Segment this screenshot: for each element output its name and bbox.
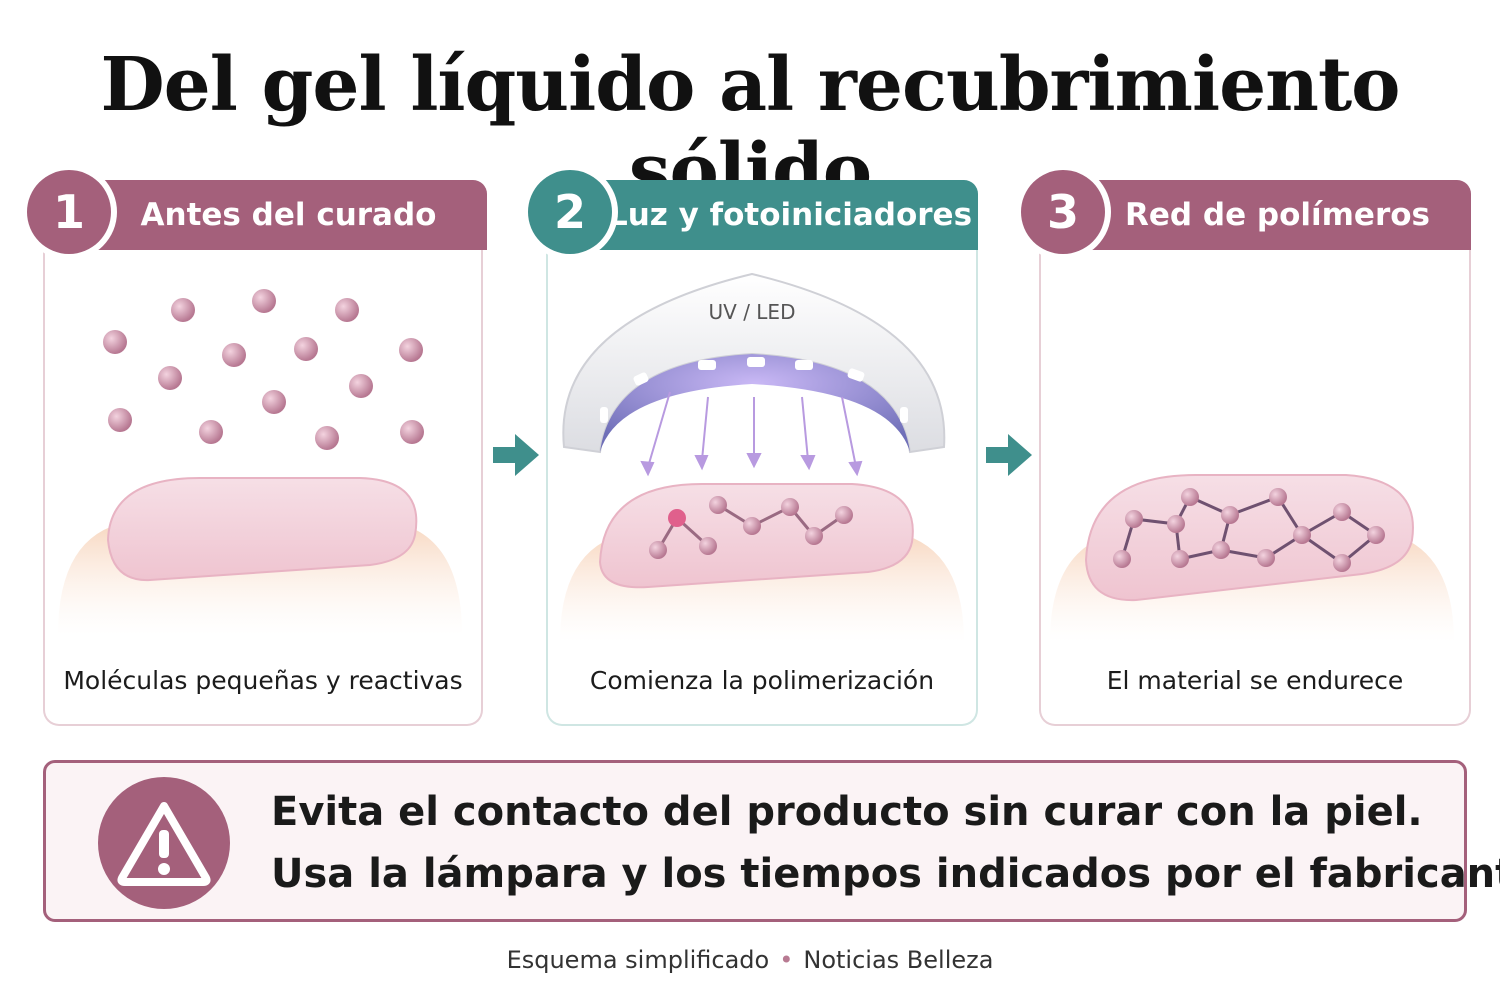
step-badge-1: 1 bbox=[27, 170, 111, 254]
molecules-illustration bbox=[58, 289, 462, 635]
step-heading-3: Red de polímeros bbox=[1125, 197, 1430, 233]
step-header-1: Antes del curado bbox=[70, 180, 487, 250]
step-badge-2: 2 bbox=[528, 170, 612, 254]
step-caption-1: Moléculas pequeñas y reactivas bbox=[63, 666, 463, 695]
warning-text-line-2: Usa la lámpara y los tiempos indicados p… bbox=[271, 851, 1500, 897]
monomer-molecules bbox=[649, 496, 853, 559]
footer: Esquema simplificado • Noticias Belleza bbox=[0, 946, 1500, 974]
nail-gel-layer bbox=[106, 477, 418, 582]
step-header-3: Red de polímeros bbox=[1064, 180, 1471, 250]
warning-triangle-icon bbox=[98, 777, 230, 909]
step-caption-3: El material se endurece bbox=[1106, 666, 1404, 695]
uv-rays bbox=[640, 391, 863, 477]
step-heading-1: Antes del curado bbox=[140, 197, 437, 233]
footer-separator: • bbox=[779, 946, 794, 974]
led-lights bbox=[600, 357, 908, 423]
uv-lamp-illustration: UV / LED bbox=[560, 272, 964, 642]
nail-hardened-layer bbox=[1084, 474, 1414, 602]
warning-box: Evita el contacto del producto sin curar… bbox=[43, 760, 1500, 922]
polymer-nodes bbox=[1113, 488, 1385, 572]
step-badge-3: 3 bbox=[1021, 170, 1105, 254]
arrow-right-icon bbox=[986, 434, 1032, 476]
lamp-underside bbox=[600, 354, 910, 452]
footer-right: Noticias Belleza bbox=[803, 946, 994, 974]
step-caption-2: Comienza la polimerización bbox=[589, 666, 935, 695]
warning-text-line-1: Evita el contacto del producto sin curar… bbox=[271, 789, 1423, 835]
footer-left: Esquema simplificado bbox=[506, 946, 770, 974]
polymer-network-illustration bbox=[1050, 474, 1454, 642]
free-molecules bbox=[103, 289, 424, 450]
step-header-2: Luz y fotoiniciadores bbox=[572, 180, 978, 250]
lamp-label: UV / LED bbox=[709, 300, 796, 324]
step-heading-2: Luz y fotoiniciadores bbox=[607, 197, 973, 233]
nail-gel-layer bbox=[598, 483, 914, 589]
page-title: Del gel líquido al recubrimiento sólido bbox=[100, 42, 1401, 214]
arrow-right-icon bbox=[493, 434, 539, 476]
